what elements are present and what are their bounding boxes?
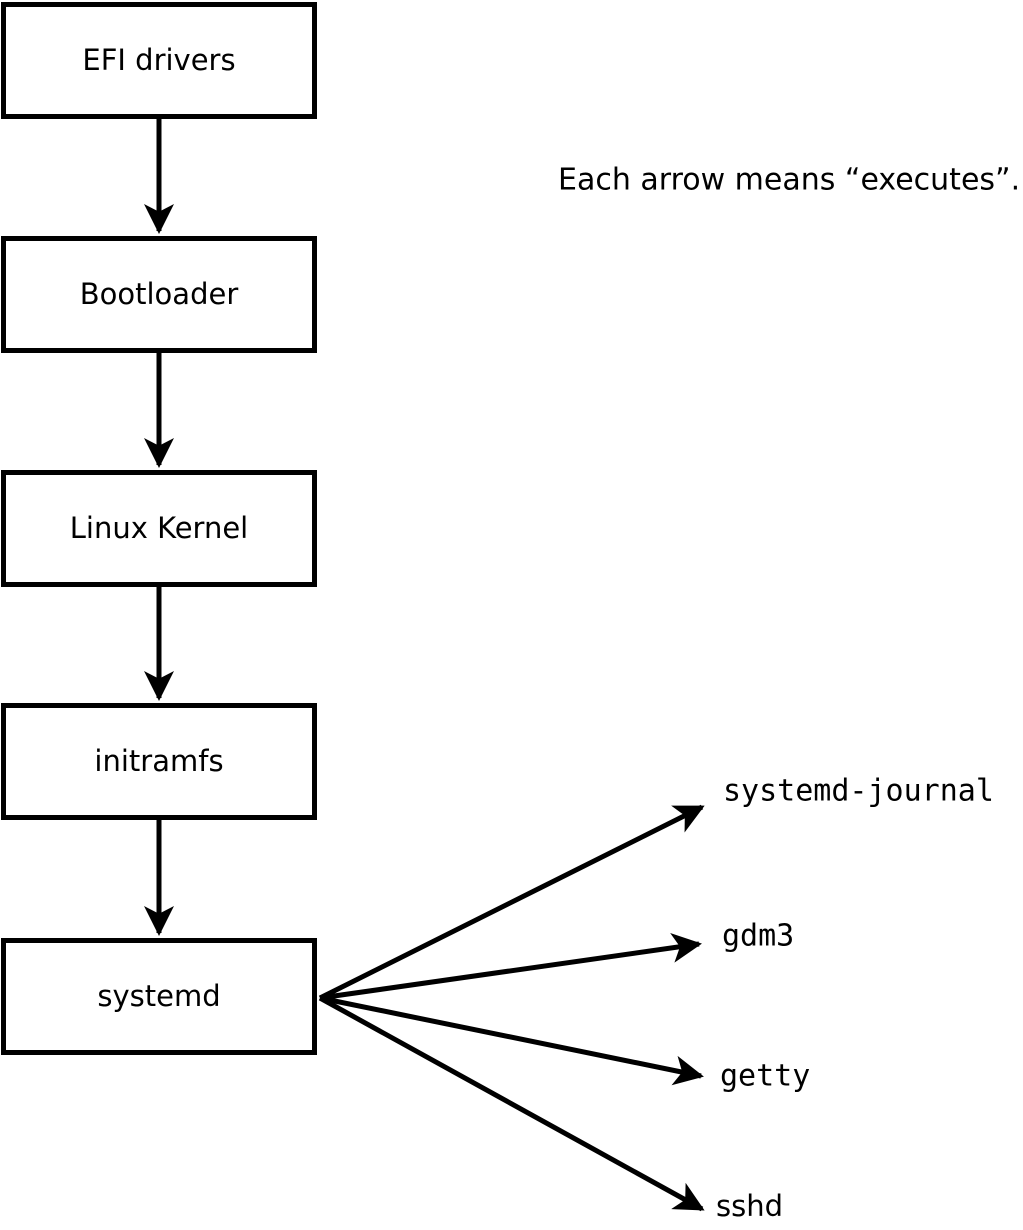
arrow-legend-text: Each arrow means “executes”. <box>558 162 1021 198</box>
node-systemd: systemd <box>1 938 317 1055</box>
node-label: initramfs <box>94 744 224 778</box>
node-label: systemd <box>97 979 221 1013</box>
node-label: Linux Kernel <box>69 511 249 545</box>
node-efi-drivers: EFI drivers <box>1 2 317 119</box>
process-label-sshd: sshd <box>716 1189 784 1223</box>
process-label-gdm3: gdm3 <box>722 918 795 954</box>
arrow-systemd-to-sshd <box>318 995 705 1212</box>
node-linux-kernel: Linux Kernel <box>1 470 317 587</box>
node-initramfs: initramfs <box>1 703 317 820</box>
arrow-systemd-to-journal <box>318 804 705 1001</box>
process-label-getty: getty <box>720 1058 811 1094</box>
node-label: EFI drivers <box>82 43 236 77</box>
process-label-systemd-journal: systemd-journal <box>723 773 994 809</box>
arrow-systemd-to-getty <box>319 995 704 1086</box>
arrow-systemd-to-gdm3 <box>319 932 702 1001</box>
node-label: Bootloader <box>79 277 239 311</box>
node-bootloader: Bootloader <box>1 236 317 353</box>
